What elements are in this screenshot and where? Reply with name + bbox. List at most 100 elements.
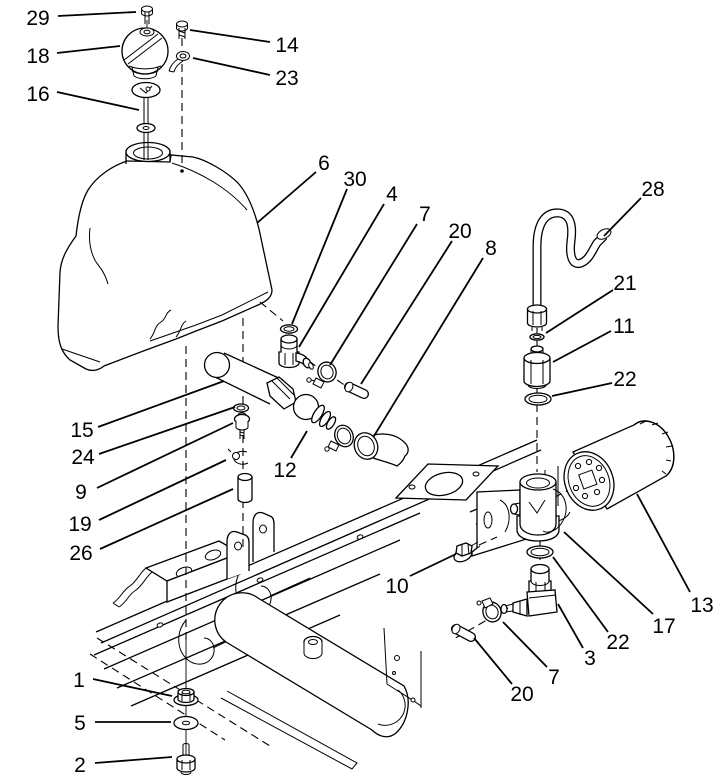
tank-wave-2 [175,320,187,338]
callout-label-9: 9 [75,481,87,504]
floor-hole [410,697,416,703]
barb-fitting-12 [292,393,337,430]
callout-leader-7 [329,223,418,366]
hose-8 [353,432,409,467]
callout-label-13: 13 [690,594,713,617]
callout-label-17: 17 [652,615,675,638]
callout-label-22: 22 [606,631,629,654]
rail-hole [256,577,264,583]
bracket-flange [112,567,153,608]
washer-5 [173,715,199,731]
callout-leader-15 [97,380,225,428]
tube-bung-side [303,642,323,659]
clip-19 [227,448,249,465]
cap-assembly [121,5,190,160]
callout-label-14: 14 [275,34,299,57]
callout-leader-22 [552,556,609,633]
callout-leader-20 [473,637,513,685]
callout-label-11: 11 [613,315,635,338]
tank-crease-left [89,227,109,285]
cap-screw [141,5,153,24]
plate-hole [472,471,480,477]
floor-strip [220,690,358,770]
callout-leader-7 [502,621,548,668]
callout-leader-30 [291,188,348,325]
callout-leader-26 [99,488,234,550]
callout-leader-17 [563,531,654,615]
frame [89,439,571,770]
callout-label-12: 12 [273,459,296,482]
callout-leader-1 [92,678,173,697]
callout-label-7: 7 [419,203,431,226]
washer-24 [232,403,250,413]
callout-label-5: 5 [74,712,86,735]
filter-mount-hole [424,471,464,497]
callout-label-21: 21 [613,272,636,295]
frame-tab [226,530,250,579]
callout-leader-8 [373,257,484,437]
callout-label-2: 2 [74,754,86,777]
elbow-fitting-4 [278,334,314,370]
callout-label-29: 29 [26,7,49,30]
plate-hole [408,484,416,490]
callout-label-6: 6 [318,152,330,175]
fuel-cap [121,27,169,80]
callout-leader-18 [56,45,121,54]
hose-clamp [324,424,354,452]
tank-top-crease [171,162,248,211]
callout-leader-21 [545,289,614,334]
bracket-hole [204,549,222,561]
callout-leader-6 [256,171,317,224]
vent-screw [176,20,188,39]
callout-leader-2 [94,756,173,764]
callout-leader-24 [98,406,236,455]
pin-20-lower [451,623,476,642]
pin-20-upper [344,381,369,399]
tube-bung-hole [308,639,318,645]
reservoir-tank [57,141,273,372]
callout-leader-12 [290,430,308,459]
suction-line [203,324,409,504]
assembly-axis-lines [146,20,574,762]
vent-clamp [168,51,190,73]
mount-hardware [173,687,199,775]
callout-label-19: 19 [68,513,91,536]
bracket-curve [499,499,510,533]
callout-label-26: 26 [69,542,92,565]
tank-bottom-left-edge [61,348,101,363]
callout-leader-28 [603,197,642,237]
suction-tube [203,351,297,410]
rail-hole [156,622,164,628]
tab-hole [234,541,242,551]
floor-edge [89,653,226,741]
return-line [523,208,612,406]
frame-tab [252,511,275,562]
callout-leader-22 [551,382,613,397]
bracket-slot [483,511,493,529]
oil-filter [563,420,675,511]
flange-nut-1 [173,687,199,707]
callout-label-15: 15 [70,419,93,442]
elbow-fitting-3 [500,563,558,617]
callout-label-1: 1 [73,669,85,692]
callout-label-8: 8 [485,237,497,260]
callout-leader-3 [557,603,584,649]
callout-label-7: 7 [548,666,560,689]
oring-22-upper [524,392,552,406]
callout-leader-19 [98,459,227,521]
cross-tube [214,592,409,738]
callout-label-20: 20 [510,683,533,706]
frame-rail-edge [93,512,421,656]
callout-leader-11 [552,330,612,363]
callout-leader-20 [360,240,453,385]
callout-label-4: 4 [386,183,398,206]
callout-leader-16 [56,91,140,111]
floor-edge [96,637,271,747]
callout-label-23: 23 [275,67,298,90]
callout-leader-9 [96,422,234,489]
dipstick [131,81,161,160]
bolt-10 [453,541,481,563]
callout-leader-4 [298,203,385,348]
floor-hole [392,671,396,675]
